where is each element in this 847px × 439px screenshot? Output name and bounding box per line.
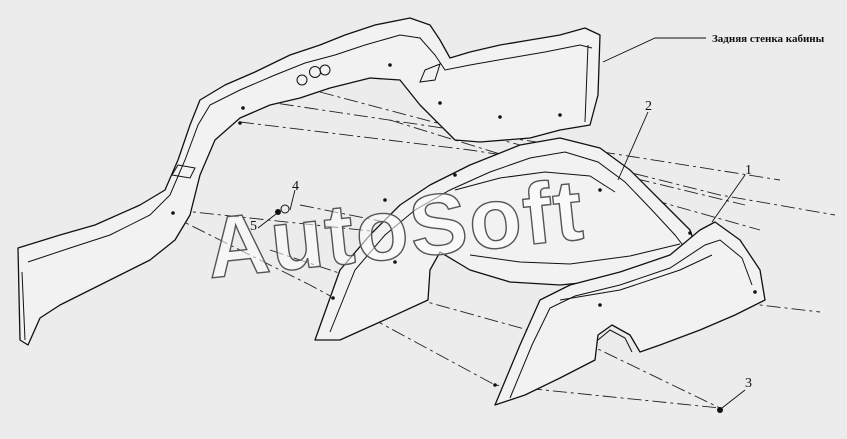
- callout-4: 4: [292, 179, 299, 194]
- washer-4: [275, 209, 281, 215]
- rear-cab-wall-panel: [17, 17, 601, 346]
- lower-wheel-arch-lining: [493, 221, 766, 406]
- callout-5: 5: [250, 219, 257, 234]
- callout-2: 2: [645, 99, 652, 114]
- part-label-rear-cab-wall: Задняя стенка кабины: [712, 33, 825, 45]
- nut-5: [280, 204, 290, 214]
- callout-1: 1: [745, 163, 752, 178]
- callout-3: 3: [745, 376, 752, 391]
- fasteners: [275, 204, 723, 413]
- bolt-3: [717, 407, 723, 413]
- leader-lines: [257, 37, 746, 409]
